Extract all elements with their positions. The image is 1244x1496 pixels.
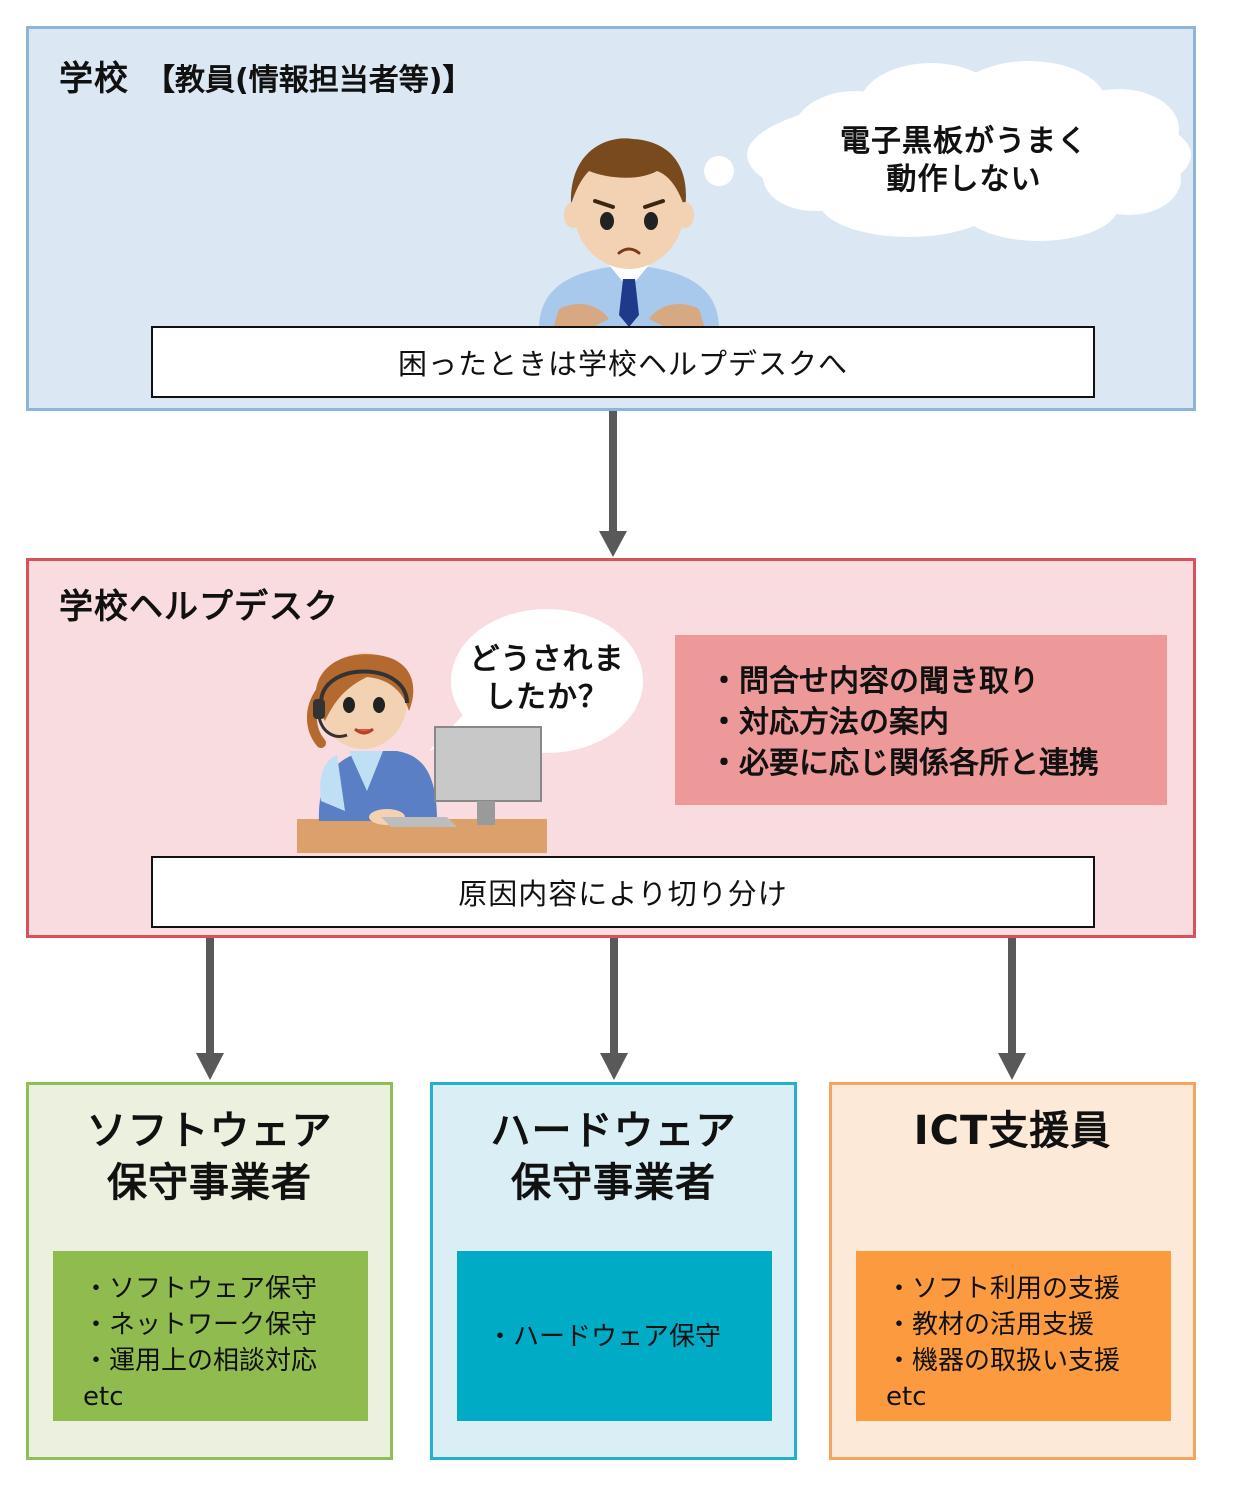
service-item: etc	[83, 1382, 124, 1412]
vendor-title-line: 保守事業者	[107, 1160, 312, 1206]
ict-support-title: ICT支援員	[832, 1105, 1193, 1157]
software-vendor-panel: ソフトウェア 保守事業者 ・ソフトウェア保守 ・ネットワーク保守 ・運用上の相談…	[26, 1082, 393, 1460]
vendor-title-line: ICT支援員	[913, 1108, 1112, 1154]
speech-line-1: どうされま	[469, 642, 625, 677]
helpdesk-title: 学校ヘルプデスク	[59, 587, 339, 627]
thought-line-2: 動作しない	[886, 161, 1042, 197]
vendor-title-line: 保守事業者	[511, 1160, 716, 1206]
school-subtitle: 【教員(情報担当者等)】	[145, 63, 473, 98]
service-item: ・機器の取扱い支援	[886, 1346, 1121, 1376]
speech-line-2: したか？	[485, 679, 609, 715]
vendor-title-line: ハードウェア	[490, 1108, 737, 1154]
role-box: ・問合せ内容の聞き取り ・対応方法の案内 ・必要に応じ関係各所と連携	[675, 635, 1167, 805]
arrow-down-icon	[599, 411, 627, 557]
arrow-down-icon	[196, 938, 224, 1080]
hardware-services-list: ・ハードウェア保守	[457, 1251, 772, 1421]
service-item: ・ネットワーク保守	[83, 1310, 318, 1340]
operator-illustration	[297, 653, 547, 853]
service-item: ・運用上の相談対応	[83, 1346, 318, 1376]
helpdesk-panel: 学校ヘルプデスク どうされま したか？ ・問合せ内容の聞き取り ・対応方法の案内…	[26, 558, 1196, 938]
speech-text: どうされま したか？	[449, 641, 645, 716]
service-item: ・ハードウェア保守	[487, 1322, 722, 1352]
service-item: ・教材の活用支援	[886, 1310, 1095, 1340]
service-item: ・ソフト利用の支援	[886, 1274, 1121, 1304]
vendor-title-line: ソフトウェア	[86, 1108, 333, 1154]
arrow-down-icon	[998, 938, 1026, 1080]
teacher-illustration	[539, 138, 719, 329]
hardware-vendor-panel: ハードウェア 保守事業者 ・ハードウェア保守	[430, 1082, 797, 1460]
school-title-text: 学校	[59, 59, 129, 99]
school-banner: 困ったときは学校ヘルプデスクへ	[151, 326, 1095, 398]
school-title: 学校【教員(情報担当者等)】	[59, 51, 472, 100]
ict-support-panel: ICT支援員 ・ソフト利用の支援 ・教材の活用支援 ・機器の取扱い支援 etc	[829, 1082, 1196, 1460]
role-item: ・問合せ内容の聞き取り	[709, 664, 1039, 699]
software-services-list: ・ソフトウェア保守 ・ネットワーク保守 ・運用上の相談対応 etc	[53, 1251, 368, 1421]
software-vendor-title: ソフトウェア 保守事業者	[29, 1105, 390, 1209]
thought-text: 電子黒板がうまく 動作しない	[799, 123, 1129, 198]
service-item: etc	[886, 1382, 927, 1412]
school-panel: 学校【教員(情報担当者等)】 電子黒板がうまく 動作しない	[26, 26, 1196, 411]
hardware-vendor-title: ハードウェア 保守事業者	[433, 1105, 794, 1209]
ict-services-list: ・ソフト利用の支援 ・教材の活用支援 ・機器の取扱い支援 etc	[856, 1251, 1171, 1421]
role-item: ・必要に応じ関係各所と連携	[709, 746, 1099, 781]
role-item: ・対応方法の案内	[709, 705, 949, 740]
service-item: ・ソフトウェア保守	[83, 1274, 318, 1304]
arrow-down-icon	[600, 938, 628, 1080]
thought-line-1: 電子黒板がうまく	[840, 124, 1088, 159]
helpdesk-banner: 原因内容により切り分け	[151, 856, 1095, 928]
